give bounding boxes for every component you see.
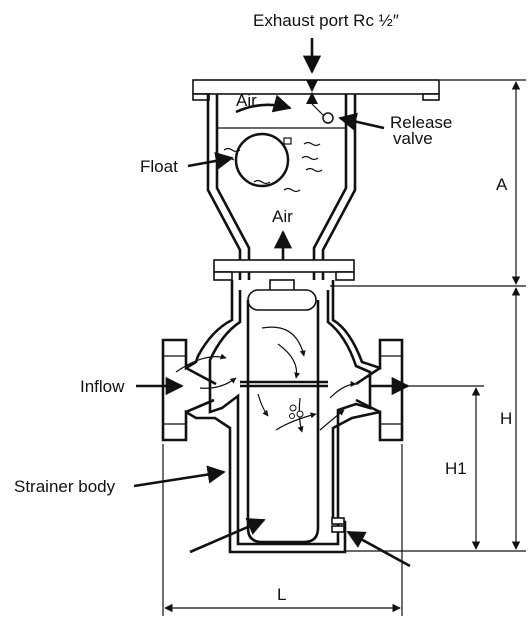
dimension-h1-label: H1 [445,459,467,478]
inflow-label: Inflow [80,377,125,396]
flow-arrows [175,326,357,433]
release-valve-label-line1: Release [390,113,452,132]
float-label: Float [140,157,178,176]
dimension-l-label: L [277,585,286,604]
air-middle-label: Air [272,207,293,226]
release-valve-label-line2: valve [393,129,433,148]
dimension-h-label: H [500,409,512,428]
connector-flange [213,259,355,293]
strainer-body-label: Strainer body [14,477,116,496]
callout-leaders [133,38,411,568]
exhaust-valve [306,80,334,124]
air-top-label: Air [236,91,257,110]
air-flow-arrow-top [235,94,292,114]
dimension-lines [162,79,526,616]
exhaust-port-label: Exhaust port Rc ½″ [253,11,399,30]
strainer-basket [240,289,328,544]
strainer-housing [161,280,404,554]
dimension-a-label: A [496,175,508,194]
air-release-chamber [192,79,440,280]
float [223,132,323,193]
